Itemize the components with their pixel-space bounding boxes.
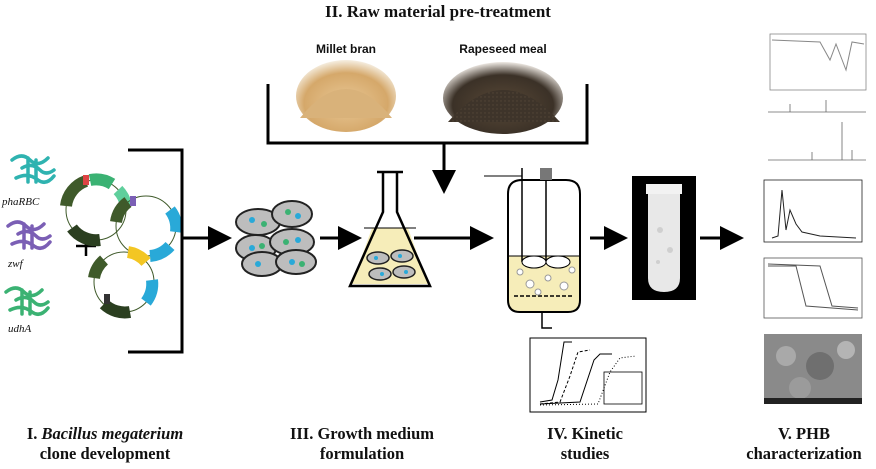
- tga-curve: [763, 257, 863, 319]
- kinetic-plot: [529, 337, 647, 413]
- phb-tube-photo: [632, 176, 696, 300]
- millet-bran-label: Millet bran: [315, 42, 376, 56]
- stage-label-1: I. Bacillus megaterium clone development: [26, 424, 184, 463]
- gene-label-pharbc: phaRBC: [2, 196, 40, 208]
- rapeseed-meal-photo: [443, 62, 563, 134]
- sem-image: [764, 334, 862, 404]
- nmr-spectrum-1: [768, 100, 866, 113]
- gene-label-zwf: zwf: [8, 258, 23, 270]
- ftir-spectrum: [769, 33, 867, 91]
- stage-label-3: III. Growth medium formulation: [289, 424, 435, 463]
- cell-inclusions: [249, 209, 305, 267]
- gene-label-udha: udhA: [8, 323, 32, 335]
- nmr-spectrum-2: [768, 122, 866, 161]
- millet-bran-photo: [296, 60, 396, 132]
- bioreactor: [484, 168, 581, 329]
- gene-icon-udha: [4, 286, 50, 316]
- erlenmeyer-flask: [348, 170, 432, 288]
- clone-bracket: [128, 148, 184, 354]
- stage-label-4: IV. Kinetic studies: [547, 424, 623, 463]
- bacterial-cells: [235, 200, 317, 277]
- pretreatment-tray: [266, 84, 589, 145]
- gc-chromatogram: [763, 179, 863, 243]
- gene-icon-pharbc: [10, 154, 56, 184]
- gene-icon-zwf: [6, 220, 52, 250]
- rapeseed-meal-label: Rapeseed meal: [459, 42, 547, 56]
- plasmid-2: [110, 195, 183, 262]
- plasmid-3: [88, 246, 159, 319]
- stage-label-5: V. PHB characterization: [746, 424, 862, 463]
- diagram-title: II. Raw material pre-treatment: [325, 2, 551, 21]
